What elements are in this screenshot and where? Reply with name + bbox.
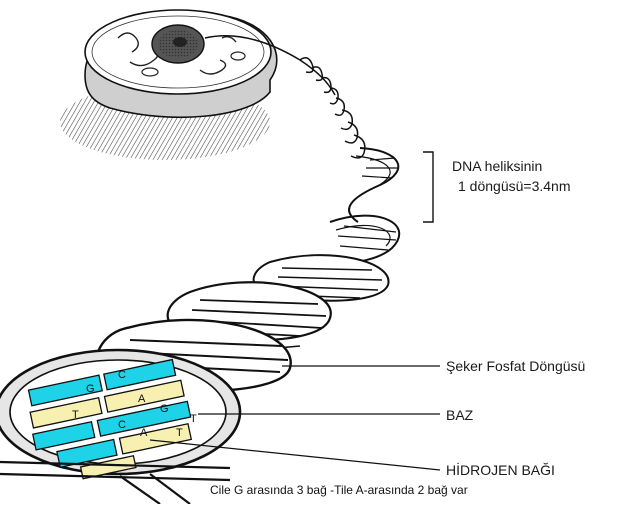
- base-letter: A: [138, 393, 146, 405]
- hydrogen-bond-label: HİDROJEN BAĞI: [446, 462, 555, 478]
- caption: Cile G arasında 3 bağ -Tile A-arasında 2…: [210, 483, 468, 497]
- helix-label-line2: 1 döngüsü=3.4nm: [452, 176, 570, 196]
- base-letter: T: [176, 427, 183, 439]
- base-letter: G: [86, 383, 95, 395]
- helix-turn-1: [349, 148, 398, 222]
- base-letter: T: [190, 413, 197, 425]
- helix-turn-label: DNA heliksinin 1 döngüsü=3.4nm: [452, 156, 570, 196]
- base-letter: C: [118, 369, 126, 381]
- sugar-phosphate-label: Şeker Fosfat Döngüsü: [446, 358, 585, 374]
- helix-bracket: [423, 152, 433, 222]
- base-label: BAZ: [446, 407, 473, 423]
- base-letter: C: [118, 419, 126, 431]
- nucleus: [152, 25, 204, 63]
- base-letter: A: [140, 427, 148, 439]
- helix-label-line1: DNA heliksinin: [452, 156, 570, 176]
- base-letter: T: [72, 409, 79, 421]
- base-letter: G: [160, 403, 169, 415]
